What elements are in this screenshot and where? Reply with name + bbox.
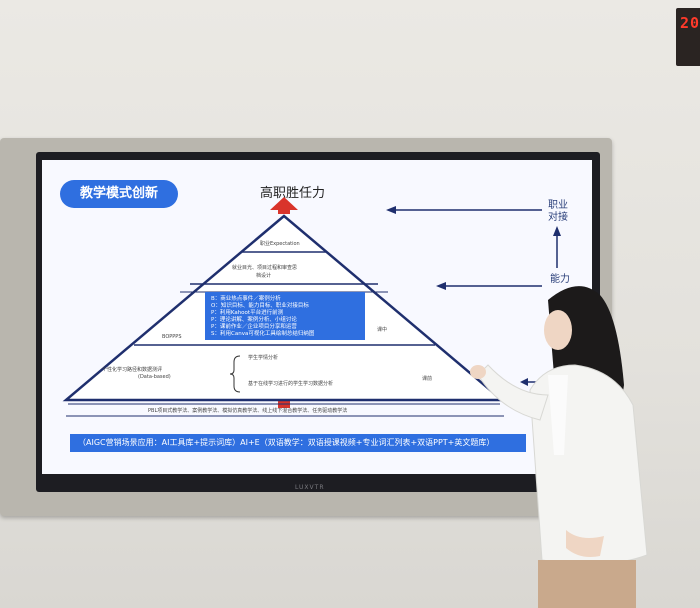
bopps-line: P：课前作业／企业项目分享和运营 <box>211 324 297 330</box>
right-mid-label: 能力 <box>550 274 570 285</box>
bottom-banner: （AIGC营销场景应用：AI工具库+提示词库）AI+E（双语教学：双语授课视频+… <box>70 434 526 452</box>
slide-screen: 教学模式创新 高职胜任力 职业 对接 能力 职业Expectation 就业目光… <box>42 160 592 474</box>
level-upper-text-1: 就业目光、项目过程和审查思 <box>232 265 298 271</box>
level-bottom-right-tag: 课前 <box>422 376 433 382</box>
level-top-text: 职业Expectation <box>260 241 300 247</box>
bopps-line: B：商业热点事件／案例分析 <box>211 296 281 302</box>
presenter-skirt <box>538 560 636 608</box>
arrow-head-1 <box>386 206 396 214</box>
arrow-head-3 <box>436 282 446 290</box>
level-bottom-right-2: 基于在线学习进行的学生学习数据分析 <box>248 381 334 387</box>
level-base-text: PBL项目式教学法、案例教学法、模拟仿真教学法、线上线下混合教学法、任务驱动教学… <box>148 408 348 414</box>
right-top-label: 职业 对接 <box>548 200 568 224</box>
slide-title: 教学模式创新 <box>60 180 178 208</box>
tv-brand: LUXVTR <box>295 484 325 491</box>
level-bottom-left-1: 个性化学习路径和数据测评 <box>102 367 163 373</box>
clock-digits: 20 <box>680 14 700 32</box>
level-bottom-left-2: (Data-based) <box>138 374 171 380</box>
presenter-shirt <box>548 375 568 455</box>
presenter-other-hand <box>566 530 604 557</box>
level-bottom-right-1: 学生学情分析 <box>248 355 279 361</box>
level-mid-left-tag: BOPPPS <box>162 334 182 340</box>
right-top-label-line2: 对接 <box>548 212 568 223</box>
level-upper-text-2: 档设计 <box>256 273 272 279</box>
bopps-line: P：利用Kahoot平台进行前测 <box>211 310 284 316</box>
bopps-line: S：利用Canva可视化工具绘制总结归纳图 <box>211 331 315 337</box>
arrow-head-2 <box>553 226 561 236</box>
presenter-hand <box>470 365 486 379</box>
right-top-label-line1: 职业 <box>548 200 568 211</box>
pyramid-top-label: 高职胜任力 <box>260 186 326 201</box>
presenter-face <box>544 310 572 350</box>
bopps-line: P：理论讲解、案例分析、小组讨论 <box>211 317 297 323</box>
arrow-head-4 <box>520 378 528 386</box>
bopps-line: O：知识目标、能力目标、职业对接目标 <box>211 303 309 309</box>
bopps-box: B：商业热点事件／案例分析 O：知识目标、能力目标、职业对接目标 P：利用Kah… <box>205 292 365 340</box>
top-red-arrow <box>270 197 298 214</box>
presenter-arm <box>477 364 549 421</box>
level-mid-right-tag: 课中 <box>377 327 388 333</box>
wall-clock: 20 <box>676 8 700 66</box>
